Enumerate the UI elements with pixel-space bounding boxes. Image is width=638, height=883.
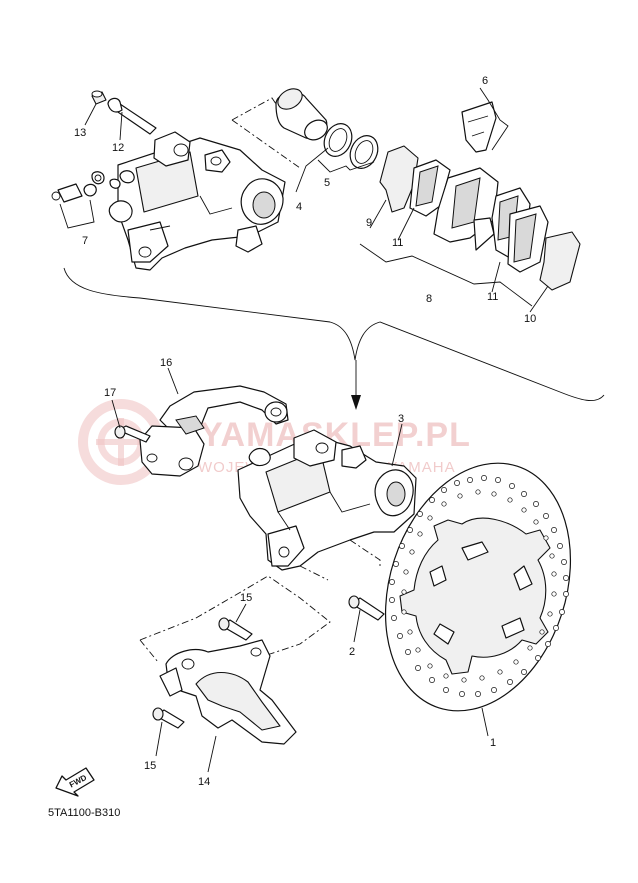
piston bbox=[275, 88, 328, 141]
caliper-group-bracket bbox=[63, 267, 605, 402]
guard-dash-left bbox=[139, 639, 159, 663]
callout-8-bracket bbox=[359, 243, 533, 307]
leader-11b bbox=[491, 261, 501, 293]
callout-13: 13 bbox=[74, 127, 86, 139]
callout-4: 4 bbox=[296, 201, 302, 213]
callout-15-upper: 15 bbox=[240, 592, 252, 604]
callout-7-bracket bbox=[59, 199, 95, 229]
callout-12: 12 bbox=[112, 142, 124, 154]
callout-2: 2 bbox=[349, 646, 355, 658]
bleed-screw-set bbox=[51, 170, 135, 203]
pad-shim-left bbox=[379, 145, 419, 213]
bracket-bolt bbox=[114, 425, 151, 443]
callout-11-left: 11 bbox=[392, 237, 403, 249]
plug-bolt bbox=[91, 90, 107, 105]
pad-shim-right-b bbox=[539, 231, 581, 291]
caliper-assembly bbox=[237, 429, 417, 571]
caliper-support-bracket bbox=[139, 385, 289, 477]
piston-seal-kit bbox=[323, 123, 379, 169]
leader-11a bbox=[397, 207, 415, 241]
leader-9 bbox=[369, 199, 387, 229]
leader-16 bbox=[167, 367, 179, 395]
callout-4-bracket bbox=[295, 147, 329, 193]
pin-bolt bbox=[107, 97, 157, 135]
callout-7: 7 bbox=[82, 235, 88, 247]
pad-shim-right-a bbox=[507, 205, 549, 273]
callout-labels: 1 2 3 4 5 6 7 8 9 10 11 11 12 13 14 15 1… bbox=[74, 75, 536, 788]
callout-6-bracket bbox=[479, 87, 509, 151]
bracket-arrow bbox=[351, 395, 361, 410]
callout-5: 5 bbox=[324, 177, 330, 189]
pad-backing-plate bbox=[433, 167, 499, 251]
piston-dash-guide bbox=[231, 97, 277, 121]
callout-17: 17 bbox=[104, 387, 116, 399]
callout-9: 9 bbox=[366, 217, 372, 229]
leader-1 bbox=[481, 707, 489, 737]
callout-15-lower: 15 bbox=[144, 760, 156, 772]
leader-12 bbox=[119, 111, 123, 141]
callout-14: 14 bbox=[198, 776, 210, 788]
leader-15a bbox=[235, 603, 247, 623]
callout-10: 10 bbox=[524, 313, 536, 325]
caliper-body-exploded bbox=[108, 131, 286, 271]
leader-3 bbox=[391, 423, 403, 467]
caliper-guard-guide bbox=[299, 565, 329, 581]
callout-6: 6 bbox=[482, 75, 488, 87]
brake-disc bbox=[384, 462, 572, 712]
piston-dash-guide-2 bbox=[231, 119, 301, 169]
fwd-arrow-icon: FWD bbox=[55, 767, 95, 797]
callout-8: 8 bbox=[426, 293, 432, 305]
leader-10 bbox=[529, 285, 549, 313]
diagram-code: 5TA1100-B310 bbox=[48, 807, 120, 819]
callout-11-right: 11 bbox=[487, 291, 498, 303]
leader-2 bbox=[353, 609, 361, 643]
callout-5-bracket bbox=[317, 159, 375, 173]
disc-bolt bbox=[348, 595, 385, 621]
disc-guard bbox=[159, 639, 297, 745]
caliper-disc-guide bbox=[349, 539, 381, 568]
callout-16: 16 bbox=[160, 357, 172, 369]
leader-15b bbox=[155, 721, 163, 757]
guard-bolt-lower bbox=[152, 707, 185, 729]
pad-spring bbox=[461, 101, 497, 153]
leader-13 bbox=[84, 103, 97, 126]
callout-3: 3 bbox=[398, 413, 404, 425]
callout-1: 1 bbox=[490, 737, 496, 749]
leader-14 bbox=[207, 735, 217, 773]
leader-17 bbox=[111, 399, 121, 429]
guard-bolt-upper bbox=[218, 617, 253, 641]
guard-dash-outline bbox=[139, 575, 331, 661]
